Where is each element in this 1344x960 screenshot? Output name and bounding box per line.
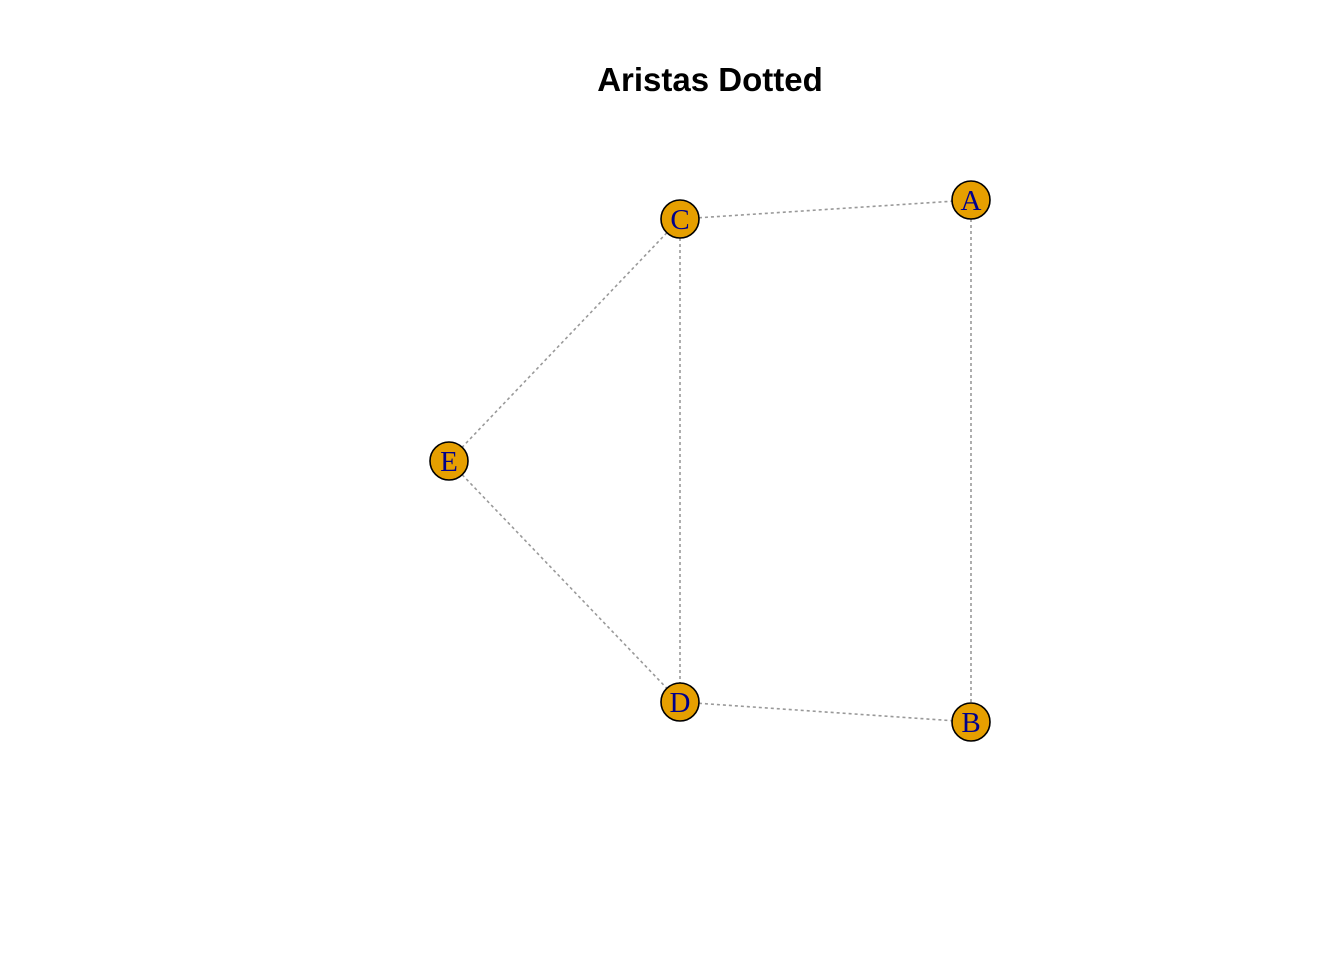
node-b: B: [951, 702, 991, 742]
node-a: A: [951, 180, 991, 220]
node-label: C: [670, 204, 689, 236]
node-circle: [660, 682, 700, 722]
node-circle: [660, 199, 700, 239]
edges-layer: [461, 200, 972, 722]
node-label: E: [440, 446, 458, 478]
node-label: B: [961, 707, 980, 739]
node-label: D: [670, 687, 691, 719]
node-d: D: [660, 682, 700, 722]
edge-c-a: [698, 200, 953, 219]
node-circle: [429, 441, 469, 481]
edge-d-b: [698, 702, 953, 722]
node-c: C: [660, 199, 700, 239]
node-circle: [951, 180, 991, 220]
nodes-layer: A B C D E: [429, 180, 991, 742]
diagram-title: Aristas Dotted: [597, 61, 823, 98]
node-e: E: [429, 441, 469, 481]
edge-e-d: [461, 474, 668, 689]
node-label: A: [961, 185, 982, 217]
edge-c-e: [461, 232, 668, 448]
node-circle: [951, 702, 991, 742]
